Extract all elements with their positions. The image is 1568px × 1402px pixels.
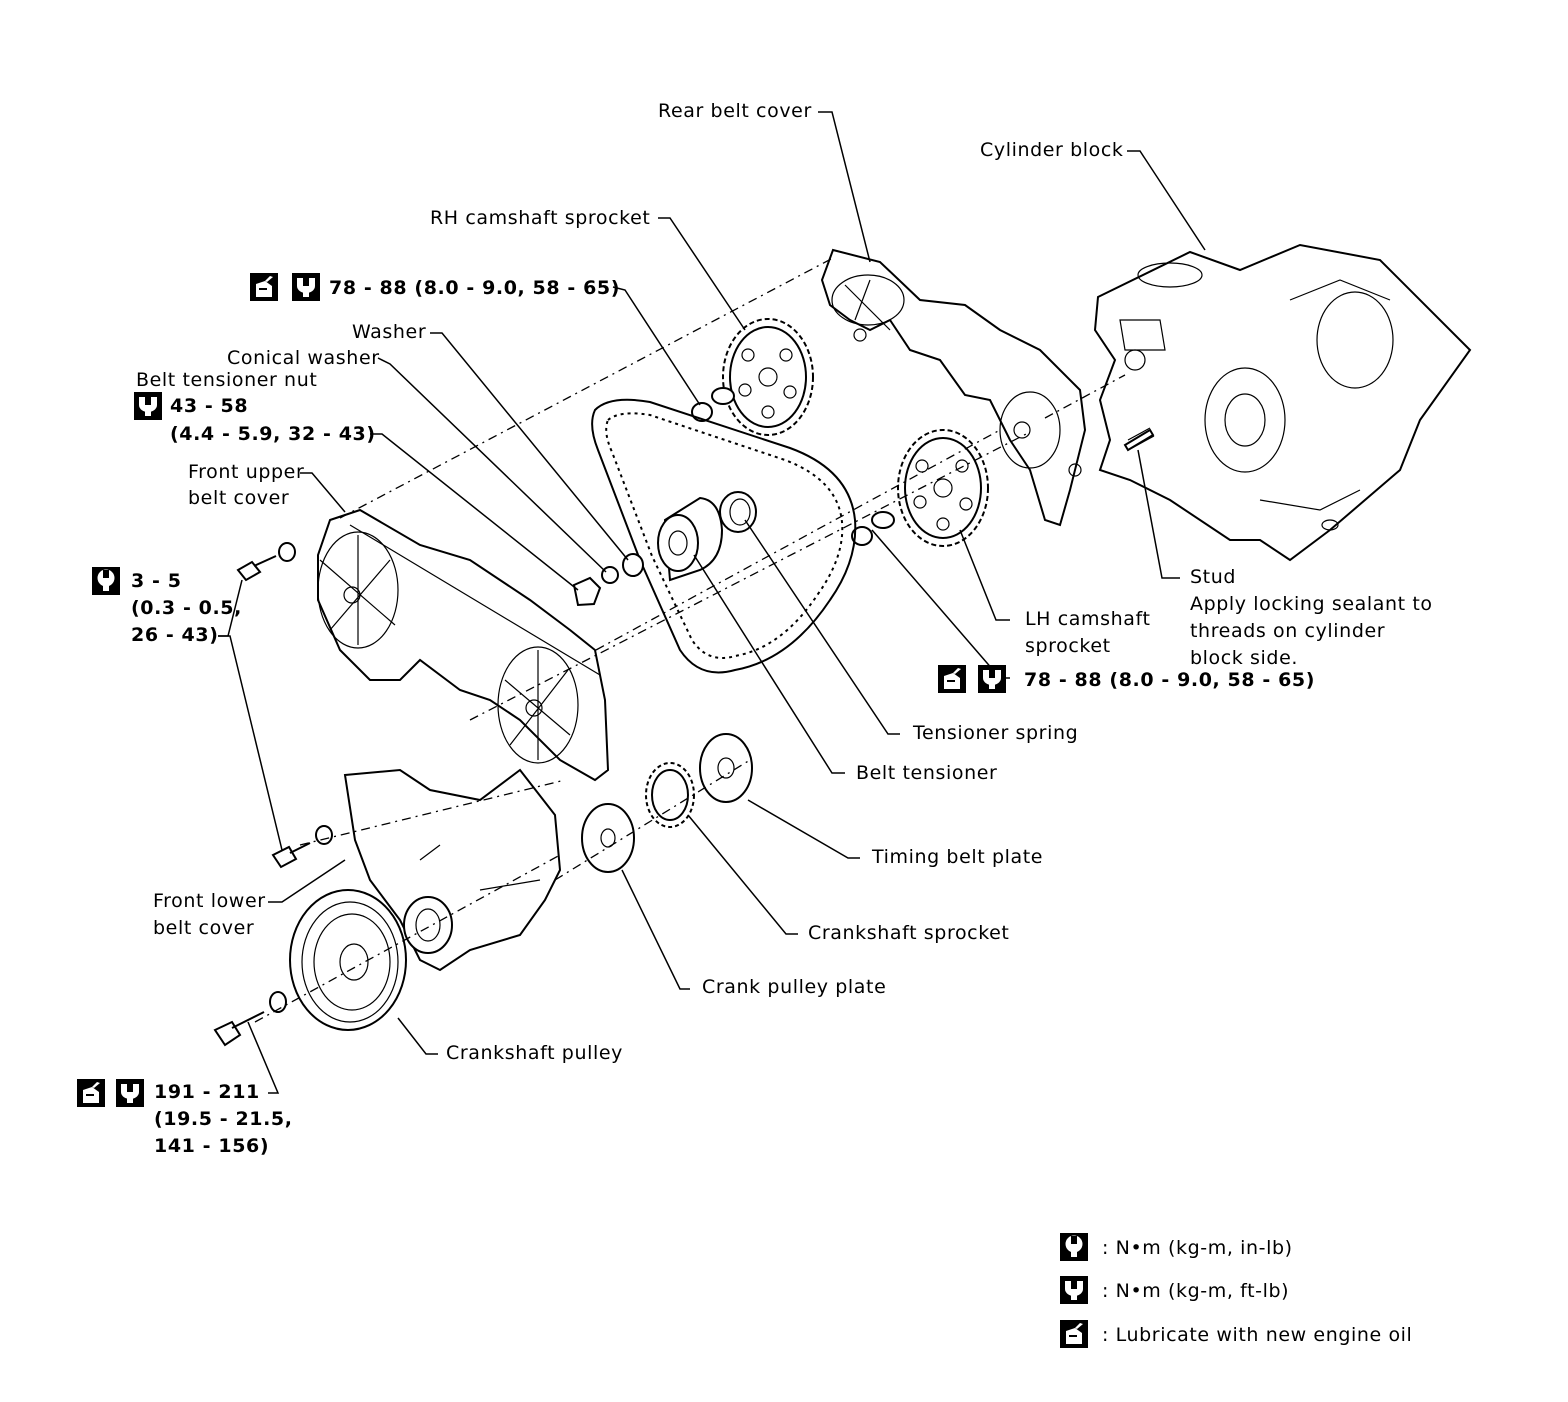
label-front-lower-2: belt cover: [153, 917, 254, 939]
torque-wrench-in-lb-icon: [92, 567, 120, 595]
belt-tensioner: [657, 496, 724, 582]
lower-cover-bolt: [271, 842, 311, 869]
legend-text-oil: : Lubricate with new engine oil: [1102, 1324, 1412, 1346]
rh-cam-washer: [711, 387, 735, 405]
torque-cover-bolt-1: 3 - 5: [131, 570, 182, 592]
label-stud-note-2: threads on cylinder: [1190, 620, 1385, 642]
label-belt-tensioner-nut: Belt tensioner nut: [136, 369, 317, 391]
torque-wrench-ft-lb-icon: [1060, 1276, 1088, 1304]
lower-cover-collar: [315, 825, 333, 845]
center-lines: [254, 257, 1126, 1023]
legend: : N•m (kg-m, in-lb) : N•m (kg-m, ft-lb) …: [1060, 1233, 1412, 1348]
oil-can-icon: [250, 273, 278, 301]
label-stud-note-3: block side.: [1190, 647, 1298, 669]
label-lh-cam-2: sprocket: [1025, 635, 1111, 657]
cylinder-block: [1093, 243, 1472, 562]
label-stud-note-1: Apply locking sealant to: [1190, 593, 1433, 615]
timing-belt: [591, 398, 857, 674]
label-crank-pulley-plate: Crank pulley plate: [702, 976, 886, 998]
crank-washer: [269, 991, 287, 1013]
stud-part: [1123, 428, 1155, 452]
label-crankshaft-sprocket: Crankshaft sprocket: [808, 922, 1009, 944]
tensioner-spring: [719, 491, 757, 533]
torque-wrench-ft-lb-icon: [116, 1079, 144, 1107]
torque-rh-cam: 78 - 88 (8.0 - 9.0, 58 - 65): [329, 277, 620, 299]
leader-lines: [218, 111, 1206, 1094]
rh-camshaft-sprocket: [722, 318, 814, 436]
crankshaft-pulley: [289, 889, 407, 1031]
label-rh-camshaft-sprocket: RH camshaft sprocket: [430, 207, 650, 229]
label-conical-washer: Conical washer: [227, 347, 380, 369]
oil-can-icon: [938, 665, 966, 693]
crankshaft-sprocket: [645, 762, 695, 828]
label-rear-belt-cover: Rear belt cover: [658, 100, 812, 122]
lh-camshaft-sprocket: [897, 429, 989, 547]
torque-tensioner-nut-2: (4.4 - 5.9, 32 - 43): [170, 423, 376, 445]
torque-tensioner-nut-1: 43 - 58: [170, 395, 248, 417]
torque-crank-3: 141 - 156): [154, 1135, 269, 1157]
conical-washer-part: [601, 566, 619, 584]
front-upper-belt-cover: [317, 508, 610, 782]
torque-wrench-ft-lb-icon: [978, 665, 1006, 693]
torque-lh-cam: 78 - 88 (8.0 - 9.0, 58 - 65): [1024, 669, 1315, 691]
timing-belt-plate: [699, 733, 753, 803]
torque-wrench-ft-lb-icon: [134, 392, 162, 420]
torque-wrench-ft-lb-icon: [292, 273, 320, 301]
torque-cover-bolt-2: (0.3 - 0.5,: [131, 597, 242, 619]
crank-bolt: [213, 1011, 265, 1047]
legend-text-ft-lb: : N•m (kg-m, ft-lb): [1102, 1280, 1289, 1302]
belt-tensioner-nut-part: [572, 576, 602, 607]
crank-pulley-plate: [581, 803, 635, 873]
label-washer: Washer: [352, 321, 426, 343]
label-belt-tensioner: Belt tensioner: [856, 762, 997, 784]
label-stud: Stud: [1190, 566, 1236, 588]
upper-cover-bolt: [236, 555, 277, 582]
torque-wrench-in-lb-icon: [1060, 1233, 1088, 1261]
lh-cam-bolt: [851, 526, 873, 546]
torque-cover-bolt-3: 26 - 43): [131, 624, 218, 646]
torque-crank-1: 191 - 211: [154, 1081, 260, 1103]
label-front-upper-1: Front upper: [188, 461, 304, 483]
upper-cover-collar: [278, 542, 296, 562]
label-front-lower-1: Front lower: [153, 890, 266, 912]
rear-belt-cover: [820, 248, 1087, 527]
label-front-upper-2: belt cover: [188, 487, 289, 509]
lh-cam-washer: [871, 511, 895, 529]
front-lower-belt-cover: [343, 768, 562, 972]
label-timing-belt-plate: Timing belt plate: [871, 846, 1043, 868]
label-cylinder-block: Cylinder block: [980, 139, 1124, 161]
legend-text-in-lb: : N•m (kg-m, in-lb): [1102, 1237, 1293, 1259]
label-lh-cam-1: LH camshaft: [1025, 608, 1151, 630]
oil-can-icon: [77, 1079, 105, 1107]
oil-can-icon: [1060, 1320, 1088, 1348]
label-tensioner-spring: Tensioner spring: [912, 722, 1078, 744]
label-crankshaft-pulley: Crankshaft pulley: [446, 1042, 623, 1064]
torque-crank-2: (19.5 - 21.5,: [154, 1108, 293, 1130]
